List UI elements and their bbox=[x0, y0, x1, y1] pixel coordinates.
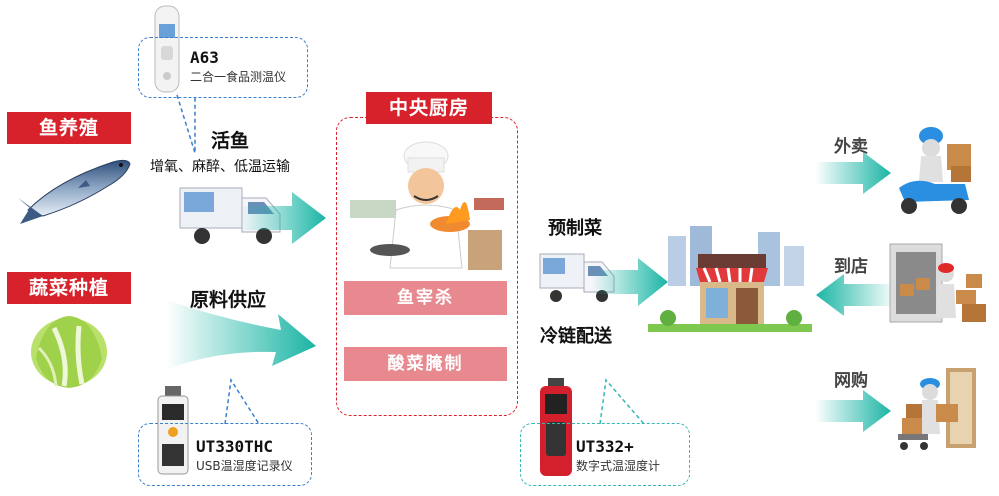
a63-model: A63 bbox=[190, 48, 219, 67]
fish-icon bbox=[18, 159, 131, 224]
ut332-desc: 数字式温湿度计 bbox=[576, 459, 661, 473]
a63-callout-pointer bbox=[176, 94, 196, 154]
a63-callout bbox=[138, 37, 308, 98]
delivery-scooter-icon bbox=[899, 127, 971, 214]
delivery-truck-boxes-icon bbox=[889, 243, 986, 323]
flow-arrow-fish bbox=[240, 192, 326, 244]
ut332-model: UT332+ bbox=[576, 437, 634, 456]
raw-supply-label: 原料供应 bbox=[190, 289, 267, 311]
ut330thc-logger-icon bbox=[157, 386, 189, 475]
a63-desc: 二合一食品测温仪 bbox=[190, 70, 287, 84]
channel-takeaway-label: 外卖 bbox=[834, 137, 868, 157]
ut332-callout bbox=[520, 423, 690, 486]
live-fish-desc: 增氧、麻醉、低温运输 bbox=[150, 159, 290, 175]
flow-arrow-takeaway bbox=[815, 152, 891, 194]
ut332-callout-pointer bbox=[599, 378, 645, 425]
central-kitchen-title: 中央厨房 bbox=[366, 92, 492, 124]
flow-arrow-delivery bbox=[592, 258, 668, 306]
door-delivery-icon bbox=[898, 368, 976, 450]
flow-arrow-in-store bbox=[816, 274, 896, 316]
flow-arrow-online bbox=[815, 390, 891, 432]
live-fish-label: 活鱼 bbox=[211, 130, 250, 152]
channel-in-store-label: 到店 bbox=[834, 257, 868, 277]
kitchen-item-fish-slaughter: 鱼宰杀 bbox=[344, 281, 507, 315]
ut330thc-model: UT330THC bbox=[196, 437, 274, 456]
store-icon bbox=[648, 226, 812, 332]
chef-icon bbox=[350, 141, 504, 270]
cold-chain-label: 冷链配送 bbox=[540, 326, 612, 347]
ut332-hygrometer-icon bbox=[540, 378, 572, 476]
channel-online-label: 网购 bbox=[834, 371, 868, 391]
ut330thc-callout-pointer bbox=[224, 377, 260, 425]
flow-arrow-raw bbox=[166, 300, 316, 370]
cabbage-icon bbox=[31, 316, 107, 388]
fish-farming-tag: 鱼养殖 bbox=[7, 112, 131, 144]
a63-thermometer-icon bbox=[154, 5, 180, 93]
kitchen-item-pickled-cabbage: 酸菜腌制 bbox=[344, 347, 507, 381]
ut330thc-desc: USB温湿度记录仪 bbox=[196, 459, 293, 473]
vegetable-planting-tag: 蔬菜种植 bbox=[7, 272, 131, 304]
prepared-dish-label: 预制菜 bbox=[548, 218, 602, 239]
